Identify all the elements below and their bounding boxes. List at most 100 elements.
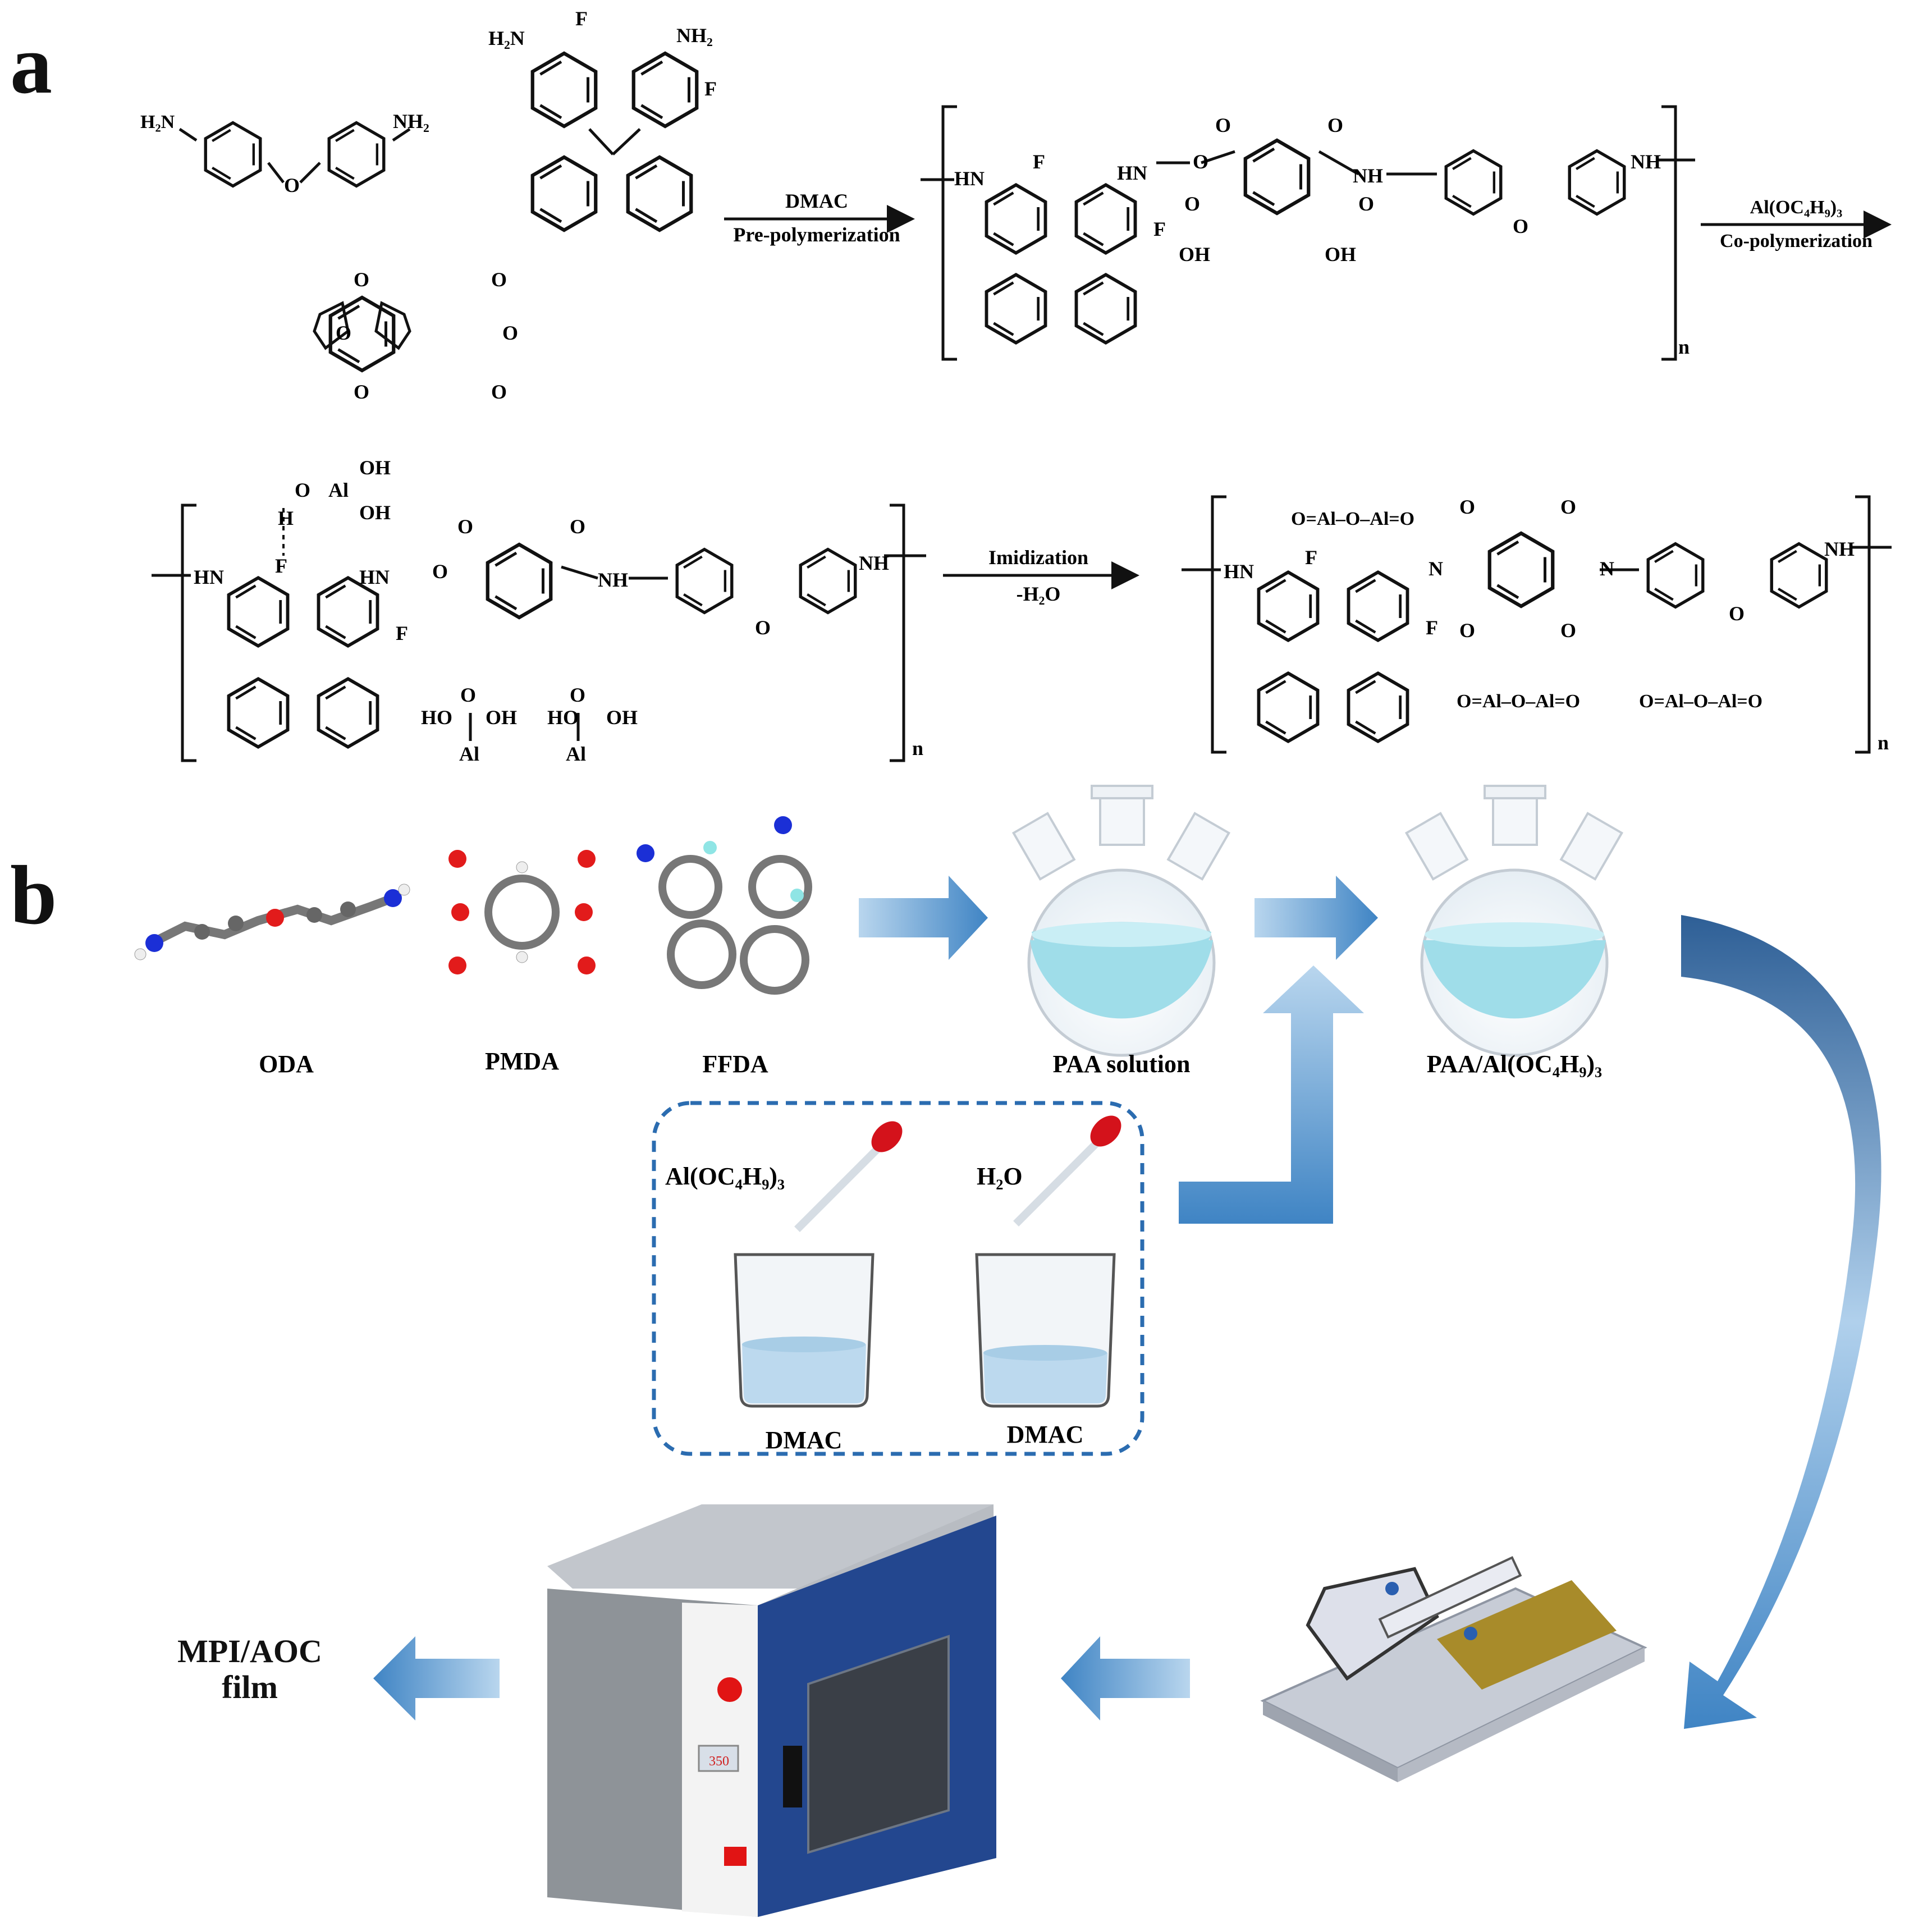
paa-al-polymer bbox=[152, 504, 926, 762]
pa-hn1: HN bbox=[194, 566, 224, 588]
ffda-f2: F bbox=[704, 77, 717, 100]
product-label: MPI/AOC film bbox=[168, 1633, 331, 1705]
process-diagram: ODA PMDA FFDA PAA solution PAA/Al(OC₄H₉)… bbox=[134, 785, 1881, 1917]
arrow-to-paa-al bbox=[1255, 876, 1378, 960]
paa-o4: O bbox=[1184, 193, 1200, 215]
pi-n1: N bbox=[1429, 557, 1443, 580]
paa-n: n bbox=[1678, 336, 1690, 358]
aloxide-1: O=Al–O–Al=O bbox=[1291, 509, 1414, 529]
ffda-nh2: NH₂ bbox=[676, 24, 713, 47]
arrow-additives bbox=[1179, 965, 1364, 1224]
label-additive2: H₂O bbox=[977, 1163, 1023, 1190]
step1-bottom: Pre-polymerization bbox=[733, 223, 900, 246]
pi-o4: O bbox=[1560, 619, 1576, 642]
additives-box bbox=[652, 1101, 1144, 1456]
pi-hn: HN bbox=[1224, 560, 1254, 583]
paa-f1: F bbox=[1033, 150, 1045, 173]
oda-model bbox=[134, 884, 410, 960]
pa-f1: F bbox=[275, 555, 287, 577]
pi-n: n bbox=[1878, 731, 1889, 754]
flask-paa bbox=[1011, 785, 1231, 1057]
beaker-2 bbox=[975, 1253, 1116, 1408]
label-additive1: Al(OC₄H₉)₃ bbox=[665, 1163, 785, 1190]
paa-hn1: HN bbox=[954, 167, 985, 190]
paa-o6: O bbox=[1513, 215, 1528, 237]
oda-o: O bbox=[284, 174, 300, 196]
oda-nh2: NH₂ bbox=[393, 110, 429, 132]
paa-hn2: HN bbox=[1117, 162, 1147, 184]
step2-top: Al(OC₄H₉)₃ bbox=[1750, 197, 1843, 218]
film-coater bbox=[1260, 1556, 1647, 1782]
pa-o5: O bbox=[460, 684, 476, 706]
pa-o6: O bbox=[570, 684, 585, 706]
pi-o2: O bbox=[1560, 496, 1576, 518]
pa-o3: O bbox=[570, 515, 585, 538]
pi-f1: F bbox=[1305, 546, 1317, 569]
alh-h: H bbox=[278, 507, 294, 529]
arrow-to-paa bbox=[859, 876, 988, 960]
pa-nh2: NH bbox=[859, 552, 889, 574]
pmda-o3: O bbox=[336, 322, 351, 344]
oda-h2n: H₂N bbox=[140, 112, 175, 132]
ffda-f1: F bbox=[575, 7, 588, 30]
label-ffda: FFDA bbox=[702, 1050, 768, 1078]
alh-o: O bbox=[295, 479, 310, 501]
arrow-to-oven bbox=[1061, 1636, 1190, 1720]
pi-o3: O bbox=[1459, 619, 1475, 642]
paa-o5: O bbox=[1358, 193, 1374, 215]
step3-top: Imidization bbox=[988, 546, 1088, 569]
label-pmda: PMDA bbox=[485, 1047, 559, 1075]
alh-oh1: OH bbox=[359, 456, 391, 479]
pa-hn2: HN bbox=[359, 566, 390, 588]
paa-oh1: OH bbox=[1179, 243, 1210, 266]
step2-bottom: Co-polymerization bbox=[1720, 231, 1873, 251]
pa-o2: O bbox=[457, 515, 473, 538]
beaker-1 bbox=[734, 1253, 875, 1408]
pa-n: n bbox=[912, 737, 923, 759]
ffda-structure bbox=[533, 53, 697, 230]
alh-al: Al bbox=[328, 479, 349, 501]
pipette-1 bbox=[794, 1121, 903, 1232]
pa-f2: F bbox=[396, 622, 408, 644]
aloxide-3: O=Al–O–Al=O bbox=[1639, 691, 1762, 712]
ffda-h2n: H₂N bbox=[488, 27, 525, 49]
label-oda: ODA bbox=[259, 1050, 314, 1078]
oven bbox=[547, 1504, 996, 1917]
pa-oh2: OH bbox=[606, 706, 638, 729]
pi-o1: O bbox=[1459, 496, 1475, 518]
oven-display: 350 bbox=[709, 1754, 729, 1769]
pi-polymer bbox=[1182, 495, 1892, 754]
pa-al1: Al bbox=[459, 743, 479, 765]
step3-bottom: -H₂O bbox=[1017, 583, 1061, 605]
label-beaker1: DMAC bbox=[766, 1426, 843, 1454]
pipette-2 bbox=[1013, 1115, 1121, 1227]
label-paa-al: PAA/Al(OC₄H₉)₃ bbox=[1427, 1050, 1603, 1078]
pmda-model bbox=[448, 850, 596, 974]
pa-nh1: NH bbox=[598, 569, 628, 591]
pmda-structure bbox=[313, 298, 411, 370]
pa-ho2: HO bbox=[547, 706, 579, 729]
pi-n2: N bbox=[1600, 557, 1614, 580]
paa-nh2: NH bbox=[1631, 150, 1661, 173]
pmda-o6: O bbox=[491, 381, 507, 403]
arrow-curved bbox=[1681, 915, 1881, 1729]
aloxide-2: O=Al–O–Al=O bbox=[1457, 691, 1580, 712]
paa-o3: O bbox=[1327, 114, 1343, 136]
paa-nh1: NH bbox=[1353, 164, 1383, 187]
pmda-o1: O bbox=[354, 268, 369, 291]
paa-f2: F bbox=[1153, 218, 1166, 240]
pa-al2: Al bbox=[566, 743, 586, 765]
paa-o2: O bbox=[1215, 114, 1231, 136]
pmda-o4: O bbox=[502, 322, 518, 344]
step1-top: DMAC bbox=[785, 190, 848, 212]
pa-o1: O bbox=[432, 560, 448, 583]
paa-o1: O bbox=[1193, 150, 1208, 173]
paa-oh2: OH bbox=[1325, 243, 1356, 266]
label-beaker2: DMAC bbox=[1007, 1421, 1084, 1448]
pmda-o2: O bbox=[491, 268, 507, 291]
pi-f2: F bbox=[1426, 616, 1438, 639]
alh-oh2: OH bbox=[359, 501, 391, 524]
panel-label-a: a bbox=[10, 18, 52, 111]
panel-label-b: b bbox=[10, 849, 57, 942]
pa-oh1: OH bbox=[486, 706, 517, 729]
